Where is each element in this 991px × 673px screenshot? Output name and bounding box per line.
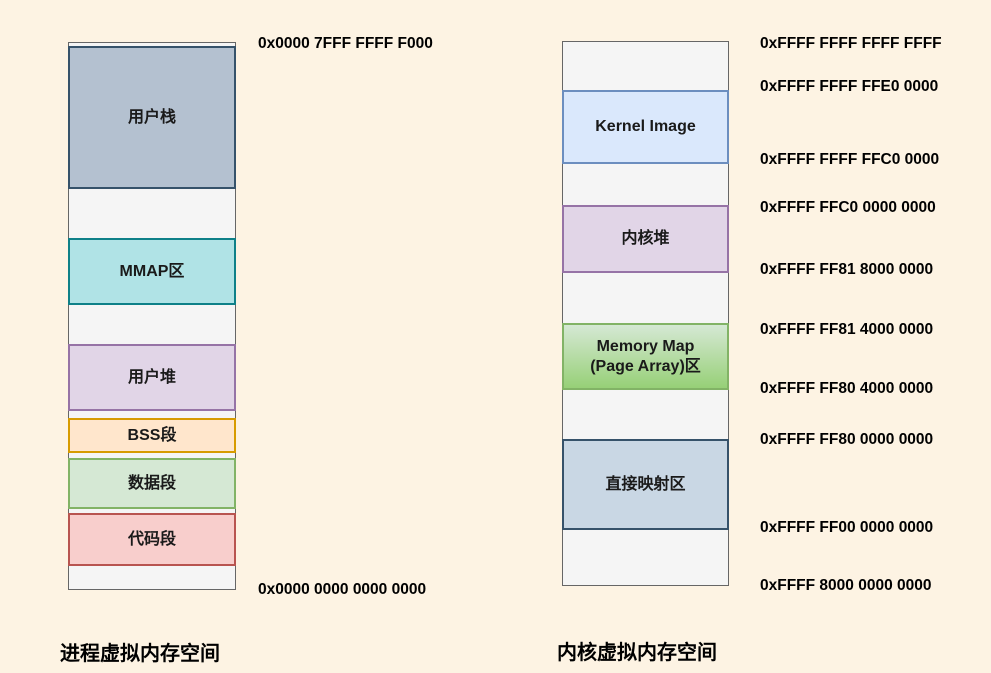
segment-label: 直接映射区 xyxy=(605,475,686,493)
segment-label: 用户栈 xyxy=(127,108,176,126)
memory-segment: Kernel Image xyxy=(562,90,729,164)
address-label-kernel: 0xFFFF FF80 4000 0000 xyxy=(760,380,934,397)
segment-label: Memory Map (Page Array)区 xyxy=(590,337,701,375)
address-label-kernel: 0xFFFF FFC0 0000 0000 xyxy=(760,199,936,216)
address-label-kernel: 0xFFFF FF00 0000 0000 xyxy=(760,519,934,536)
address-label-kernel: 0xFFFF FFFF FFC0 0000 xyxy=(760,151,940,168)
address-label-kernel: 0xFFFF FF80 0000 0000 xyxy=(760,431,934,448)
memory-segment: 内核堆 xyxy=(562,205,729,273)
segment-label: Kernel Image xyxy=(595,118,696,135)
segment-label: BSS段 xyxy=(127,426,177,444)
caption-kernel-memory: 内核虚拟内存空间 xyxy=(557,642,717,664)
address-label-kernel: 0xFFFF 8000 0000 0000 xyxy=(760,577,932,594)
memory-segment: 数据段 xyxy=(68,458,236,509)
memory-segment: 代码段 xyxy=(68,513,236,566)
segment-label: 用户堆 xyxy=(127,368,176,386)
address-label-kernel: 0xFFFF FFFF FFFF FFFF xyxy=(760,35,942,52)
memory-segment: MMAP区 xyxy=(68,238,236,305)
memory-segment: 用户栈 xyxy=(68,46,236,189)
address-label-kernel: 0xFFFF FFFF FFE0 0000 xyxy=(760,78,939,95)
address-label-kernel: 0xFFFF FF81 8000 0000 xyxy=(760,261,934,278)
process-memory-column: 用户栈 MMAP区用户堆 BSS段数据段代码段 xyxy=(68,42,236,590)
segment-label: 内核堆 xyxy=(621,230,670,247)
address-label-user-bottom: 0x0000 0000 0000 0000 xyxy=(258,581,427,598)
segment-label: MMAP区 xyxy=(119,262,185,280)
address-label-kernel: 0xFFFF FF81 4000 0000 xyxy=(760,321,934,338)
kernel-memory-column: Kernel Image 内核堆 Memory Map (Page Array)区直… xyxy=(562,41,729,586)
caption-process-memory: 进程虚拟内存空间 xyxy=(60,643,220,665)
memory-segment: 直接映射区 xyxy=(562,439,729,530)
memory-segment: 用户堆 xyxy=(68,344,236,411)
memory-segment: Memory Map (Page Array)区 xyxy=(562,323,729,390)
memory-segment: BSS段 xyxy=(68,418,236,453)
segment-label: 数据段 xyxy=(127,474,176,492)
address-label-user-top: 0x0000 7FFF FFFF F000 xyxy=(258,35,433,52)
segment-label: 代码段 xyxy=(127,530,176,548)
